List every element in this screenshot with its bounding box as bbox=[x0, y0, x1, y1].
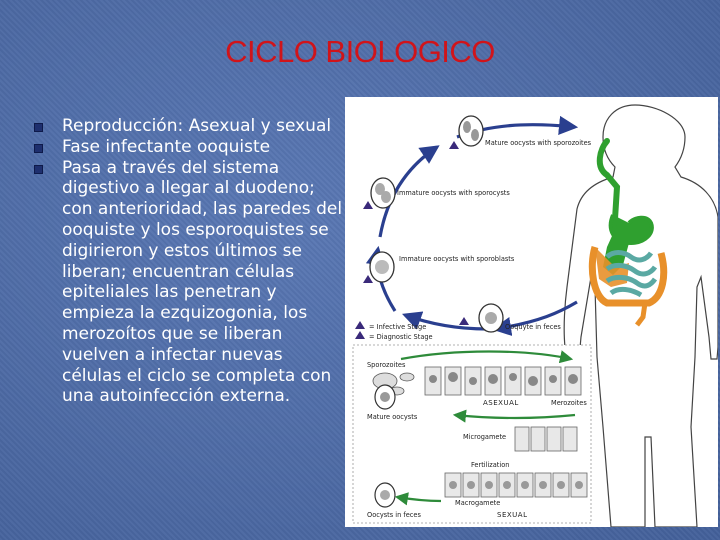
bullet-text: Fase infectante ooquiste bbox=[62, 136, 271, 157]
label-mature-oocysts-bottom: Mature oocysts bbox=[367, 413, 418, 421]
oocyst-immature-1 bbox=[370, 177, 396, 209]
life-cycle-figure: Mature oocysts with sporozoites Immature… bbox=[345, 97, 718, 527]
oocyst-immature-2 bbox=[369, 251, 395, 283]
oocyst-mature-bottom bbox=[374, 384, 396, 410]
bullet-item: Fase infectante ooquiste bbox=[34, 137, 344, 158]
label-microgamete: Microgamete bbox=[463, 433, 506, 441]
label-fertilization: Fertilization bbox=[471, 461, 509, 469]
label-mature-oocysts-top: Mature oocysts with sporozoites bbox=[485, 139, 592, 147]
bullet-square-icon bbox=[34, 143, 43, 153]
label-oocyst-feces-top: Ooquyte in feces bbox=[505, 323, 561, 331]
legend-infective: = Infective Stage bbox=[369, 323, 426, 331]
slide-title: CICLO BIOLOGICO bbox=[225, 34, 495, 69]
bullet-square-icon bbox=[34, 164, 43, 174]
sporozoite-cells bbox=[372, 372, 415, 396]
label-oocyst-feces-bottom: Oocysts in feces bbox=[367, 511, 421, 519]
bullet-text: Reproducción: Asexual y sexual bbox=[62, 116, 332, 136]
label-immature-oocysts-1: Immature oocysts with sporocysts bbox=[397, 189, 510, 197]
label-asexual: ASEXUAL bbox=[483, 399, 519, 407]
oocyst-mature-top bbox=[458, 115, 484, 147]
digestive-tract bbox=[588, 138, 668, 327]
cycle-arrows bbox=[365, 115, 579, 331]
label-macrogamete: Macrogamete bbox=[455, 499, 500, 507]
label-sporozoites: Sporozoites bbox=[367, 361, 406, 369]
oocyst-feces-bottom bbox=[374, 482, 396, 508]
sexual-cells-row-1 bbox=[514, 426, 578, 452]
bullet-list: Reproducción: Asexual y sexual Fase infe… bbox=[34, 116, 344, 407]
lower-panel: Sporozoites Mature oocysts ASEXUAL Meroz… bbox=[352, 344, 592, 524]
bullet-text: Pasa a través del sistema digestivo a ll… bbox=[62, 157, 343, 407]
legend-diagnostic: = Diagnostic Stage bbox=[369, 333, 433, 341]
label-sexual: SEXUAL bbox=[497, 511, 527, 519]
oocyst-feces-top bbox=[478, 303, 504, 333]
bullet-item: Reproducción: Asexual y sexual bbox=[34, 116, 344, 137]
label-immature-oocysts-2: Immature oocysts with sporoblasts bbox=[399, 255, 515, 263]
label-merozoites: Merozoites bbox=[551, 399, 587, 407]
asexual-cells-row bbox=[424, 366, 582, 396]
bullet-square-icon bbox=[34, 123, 43, 132]
bullet-item: Pasa a través del sistema digestivo a ll… bbox=[34, 158, 344, 408]
